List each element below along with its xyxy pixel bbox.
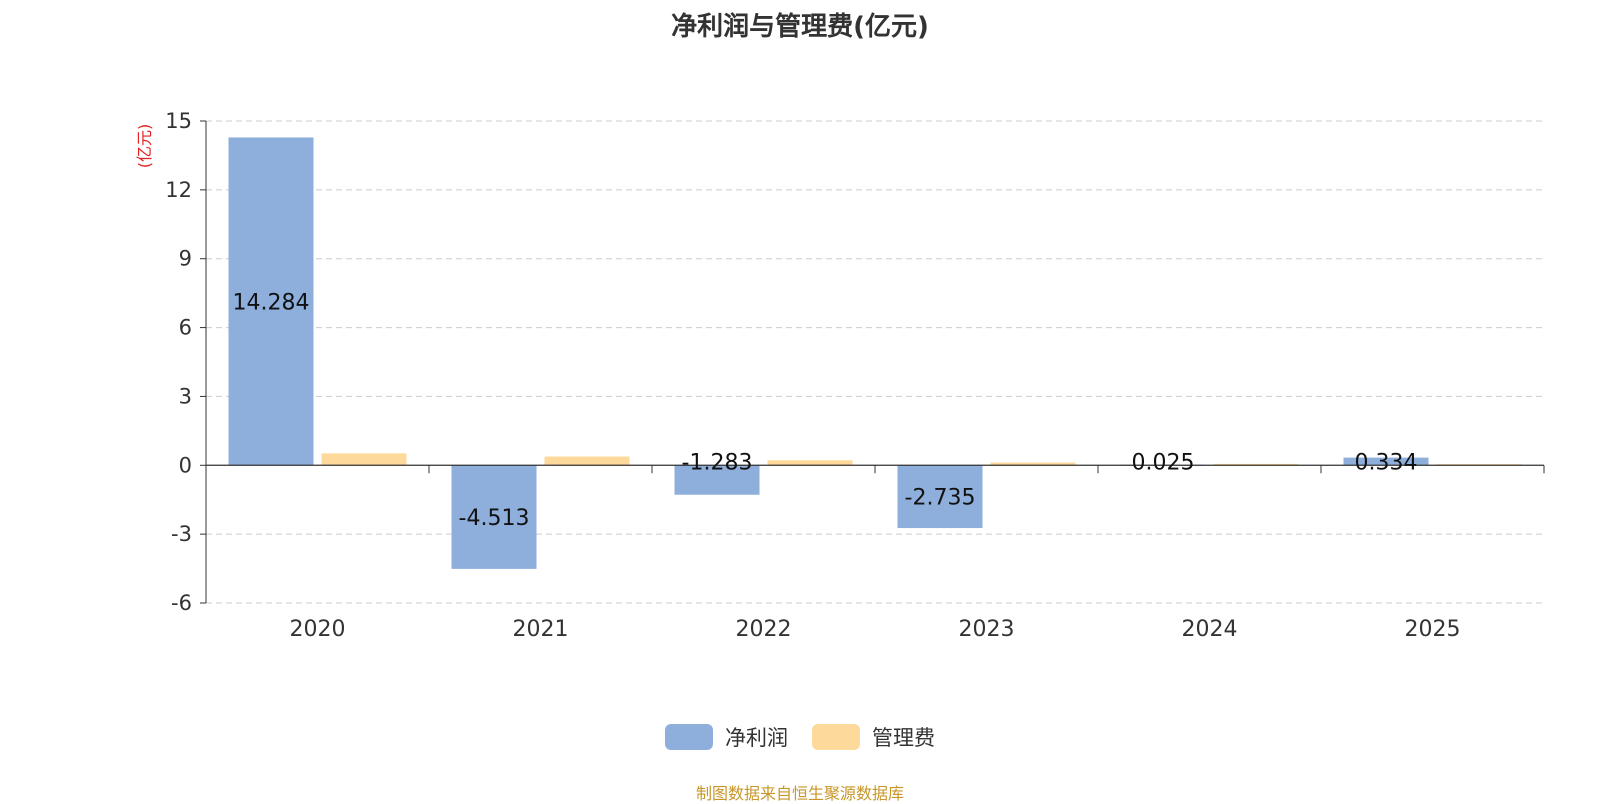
legend-label-admin-fee: 管理费 [872,726,935,750]
y-tick-label: 15 [165,109,192,133]
bar-admin-fee [1213,463,1299,466]
data-label: 0.025 [1132,450,1195,475]
bar-net-profit [897,465,983,529]
y-tick-label: -6 [171,591,192,615]
data-labels: 14.284 -4.513 -1.283 -2.735 0.025 0.334 [233,290,1418,531]
data-label: -2.735 [905,486,976,511]
y-axis-unit-label: (亿元) [135,124,154,169]
axes: 15 12 9 6 3 0 -3 -6 (亿元) 2020 2021 2022 2023 2024 2025 [135,109,1545,642]
bar-admin-fee [544,456,630,466]
bar-admin-fee [990,462,1076,466]
bars [228,137,1522,569]
x-tick-label: 2023 [959,617,1015,642]
grid-lines [206,120,1544,604]
x-tick-label: 2024 [1182,617,1238,642]
data-label: 0.334 [1355,450,1418,475]
x-tick-label: 2022 [736,617,792,642]
data-label: -1.283 [682,450,753,475]
y-tick-label: 9 [179,247,192,271]
data-label: 14.284 [233,290,310,315]
y-tick-label: 3 [179,384,192,408]
bar-admin-fee [767,460,853,466]
data-label: -4.513 [459,506,530,531]
bar-net-profit [674,465,760,495]
chart-title: 净利润与管理费(亿元) [671,12,929,42]
legend-item-admin-fee[interactable]: 管理费 [812,722,935,752]
y-tick-label: 12 [165,178,192,202]
legend-swatch-admin-fee [812,724,860,750]
x-tick-label: 2021 [513,617,569,642]
bar-admin-fee [321,453,407,466]
y-tick-label: 0 [179,453,192,477]
legend-label-net-profit: 净利润 [725,726,788,750]
legend-item-net-profit[interactable]: 净利润 [665,722,788,752]
bar-net-profit [228,137,314,466]
legend-swatch-net-profit [665,724,713,750]
y-tick-label: -3 [171,522,192,546]
bar-net-profit [451,465,537,569]
y-tick-label: 6 [179,316,192,340]
x-tick-label: 2025 [1405,617,1461,642]
x-tick-label: 2020 [290,617,346,642]
legend: 净利润 管理费 [0,722,1600,752]
source-note: 制图数据来自恒生聚源数据库 [695,784,904,803]
bar-net-profit [1343,457,1429,466]
